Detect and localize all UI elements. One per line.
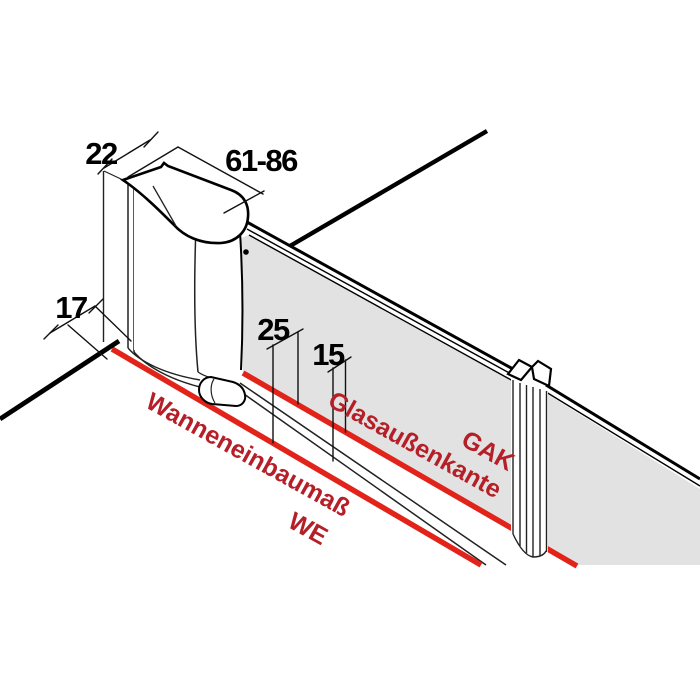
dimension-22-lines (97, 131, 159, 175)
column-cap (120, 161, 250, 245)
wall-line-lower (0, 338, 121, 422)
wall-profile-column (102, 161, 250, 408)
dimension-17-lines (43, 298, 132, 360)
center-joint-profile (506, 358, 553, 558)
glass-panel-right (546, 394, 700, 565)
pivot-pin (243, 249, 249, 255)
joint-profile-cap (506, 358, 553, 388)
dimension-25-label: 25 (257, 312, 290, 347)
dimension-15-label: 15 (312, 337, 345, 372)
top-rail-right (545, 383, 700, 487)
dimension-61-86-lines (127, 146, 265, 214)
red-line-tub-installation (110, 346, 483, 568)
glass-panel-left (241, 235, 513, 529)
dimension-22-label: 22 (85, 136, 117, 171)
wall-line-upper (288, 129, 489, 248)
bottom-rail-lines (239, 382, 507, 566)
dimension-61-86-label: 61-86 (225, 143, 298, 178)
dimension-25-lines (266, 328, 304, 444)
hinge-cylinder (197, 375, 247, 408)
dimension-17-label: 17 (55, 290, 87, 325)
top-rail-left (244, 219, 514, 382)
dimension-15-lines (327, 356, 352, 462)
